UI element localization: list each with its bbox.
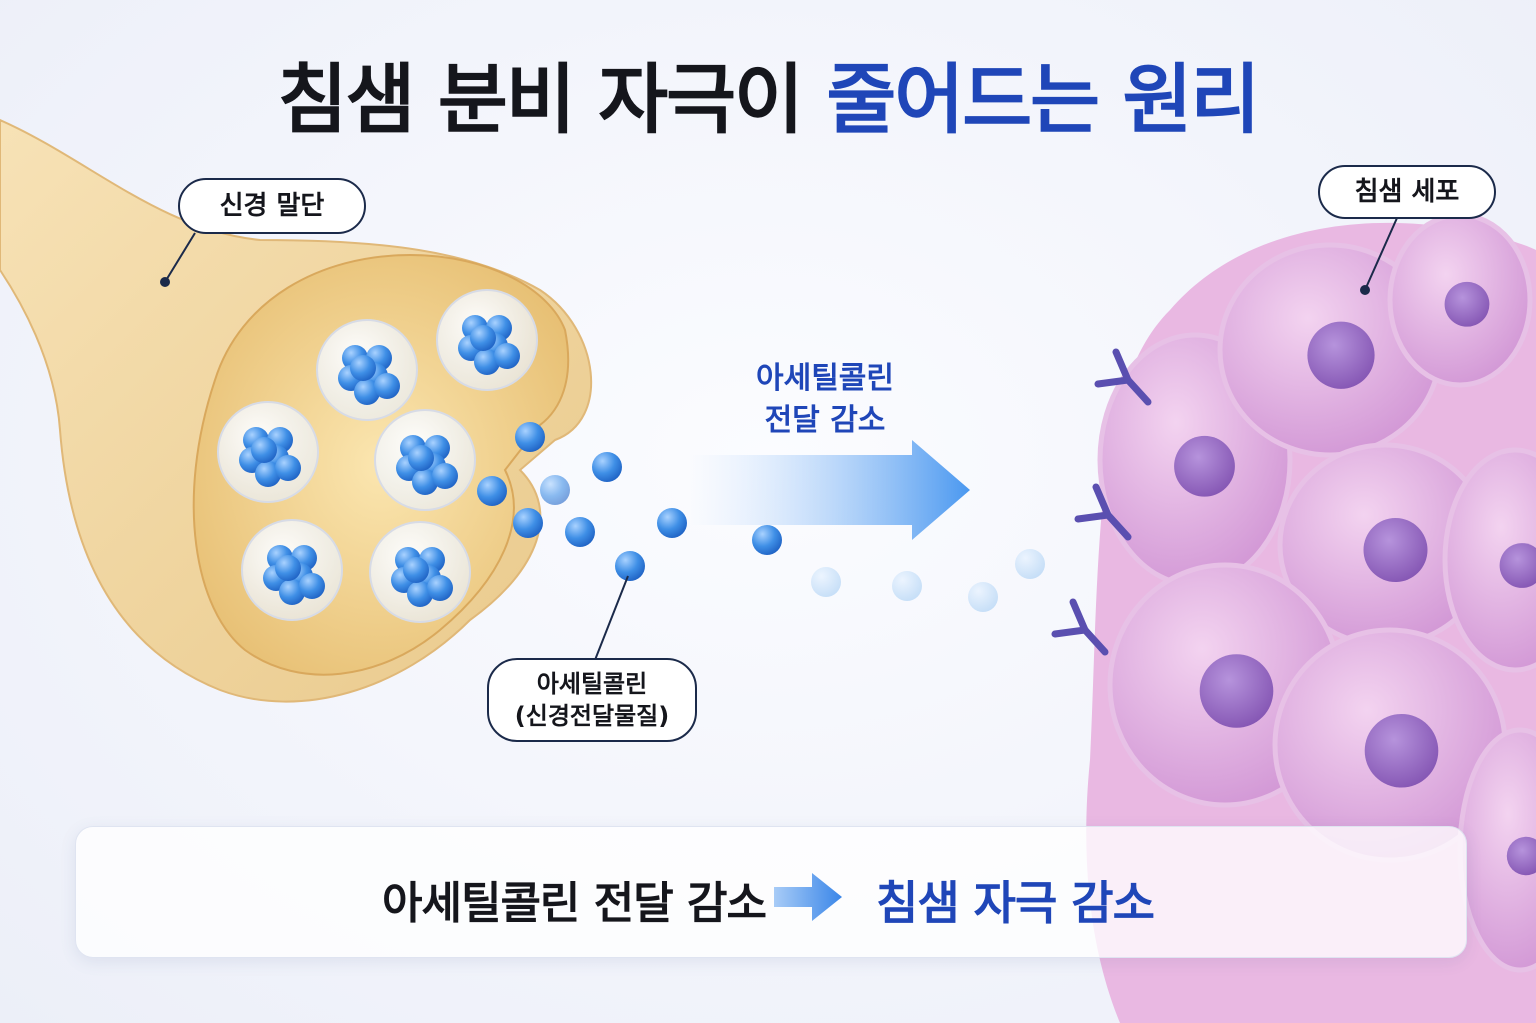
receptor-arm (1112, 348, 1132, 384)
acetylcholine-molecule (615, 551, 645, 581)
receptor-icon (1051, 598, 1109, 656)
vesicle (217, 401, 319, 503)
leader-line-ach (594, 575, 629, 661)
leader-dot-nerve (160, 277, 170, 287)
leader-lines (160, 217, 1398, 661)
acetylcholine-molecule (412, 469, 438, 495)
receptor-stem (1081, 626, 1109, 656)
acetylcholine-molecule (255, 461, 281, 487)
label-nerve-ending: 신경 말단 (178, 178, 366, 234)
leader-line-nerve (164, 232, 196, 283)
vesicle-group (217, 289, 538, 623)
acetylcholine-molecule (470, 325, 496, 351)
label-nerve-ending-text: 신경 말단 (219, 191, 325, 221)
title-part-1: 침샘 분비 자극이 (277, 55, 804, 144)
vesicle (316, 319, 418, 421)
acetylcholine-molecule (540, 475, 570, 505)
acetylcholine-molecule (515, 422, 545, 452)
released-molecules (477, 422, 1045, 612)
leader-dot-gland (1360, 285, 1370, 295)
summary-panel: 아세틸콜린 전달 감소 침샘 자극 감소 (75, 826, 1467, 958)
acetylcholine-molecule (354, 379, 380, 405)
gland-cell (1217, 242, 1443, 458)
cell-nucleus (1364, 713, 1439, 788)
acetylcholine-molecule (513, 508, 543, 538)
gland-cell (1387, 212, 1533, 388)
arrow-caption-line1: 아세틸콜린 (756, 361, 894, 396)
acetylcholine-molecule (275, 455, 301, 481)
receptor-arm (1074, 511, 1112, 523)
receptors (1051, 348, 1152, 656)
cell-nucleus (1199, 654, 1274, 728)
acetylcholine-molecule (811, 567, 841, 597)
cell-nucleus (1307, 321, 1375, 389)
vesicle (374, 409, 476, 511)
receptor-stem (1104, 511, 1132, 541)
cell-nucleus (1363, 518, 1428, 582)
acetylcholine-molecule (657, 508, 687, 538)
cell-nucleus (1174, 435, 1235, 497)
acetylcholine-molecule (752, 525, 782, 555)
acetylcholine-molecule (427, 575, 453, 601)
acetylcholine-molecule (892, 571, 922, 601)
acetylcholine-molecule (408, 445, 434, 471)
label-salivary-cell-text: 침샘 세포 (1354, 177, 1460, 207)
transmission-arrow (690, 440, 970, 540)
label-salivary-cell: 침샘 세포 (1318, 165, 1496, 219)
salivary-gland-cells (1086, 212, 1536, 1023)
arrow-caption: 아세틸콜린 전달 감소 (700, 358, 950, 442)
arrow-right-icon (774, 873, 842, 921)
acetylcholine-molecule (374, 373, 400, 399)
acetylcholine-molecule (299, 573, 325, 599)
gland-cell (1442, 447, 1536, 673)
receptor-icon (1074, 483, 1132, 541)
acetylcholine-molecule (592, 452, 622, 482)
title-part-2-highlight: 줄어드는 원리 (826, 55, 1260, 144)
arrow-caption-line2: 전달 감소 (764, 403, 886, 438)
leader-line-gland (1364, 217, 1398, 291)
acetylcholine-molecule (494, 343, 520, 369)
receptor-arm (1092, 483, 1112, 519)
gland-cell (1272, 627, 1508, 863)
label-acetylcholine-line2: (신경전달물질) (514, 702, 670, 730)
receptor-arm (1094, 376, 1132, 388)
acetylcholine-molecule (474, 349, 500, 375)
page-title: 침샘 분비 자극이 줄어드는 원리 (0, 38, 1536, 148)
vesicle (436, 289, 538, 391)
vesicle (241, 519, 343, 621)
acetylcholine-molecule (251, 437, 277, 463)
acetylcholine-molecule (275, 555, 301, 581)
acetylcholine-molecule (432, 463, 458, 489)
label-acetylcholine-line1: 아세틸콜린 (536, 670, 648, 698)
cell-nucleus (1444, 281, 1490, 327)
acetylcholine-molecule (968, 582, 998, 612)
summary-effect: 침샘 자극 감소 (876, 876, 1155, 930)
cell-nucleus (1499, 543, 1536, 588)
acetylcholine-molecule (403, 557, 429, 583)
cell-nucleus (1506, 836, 1536, 876)
receptor-arm (1051, 626, 1089, 638)
cell-membrane (1442, 447, 1536, 673)
acetylcholine-molecule (407, 581, 433, 607)
acetylcholine-molecule (1015, 549, 1045, 579)
label-acetylcholine: 아세틸콜린 (신경전달물질) (487, 658, 697, 742)
acetylcholine-molecule (279, 579, 305, 605)
acetylcholine-molecule (565, 517, 595, 547)
receptor-arm (1069, 598, 1089, 634)
acetylcholine-molecule (350, 355, 376, 381)
acetylcholine-molecule (477, 476, 507, 506)
receptor-stem (1124, 376, 1152, 406)
gland-cell (1277, 442, 1493, 648)
summary-cause: 아세틸콜린 전달 감소 (382, 878, 767, 929)
vesicle (369, 521, 471, 623)
receptor-icon (1094, 348, 1152, 406)
